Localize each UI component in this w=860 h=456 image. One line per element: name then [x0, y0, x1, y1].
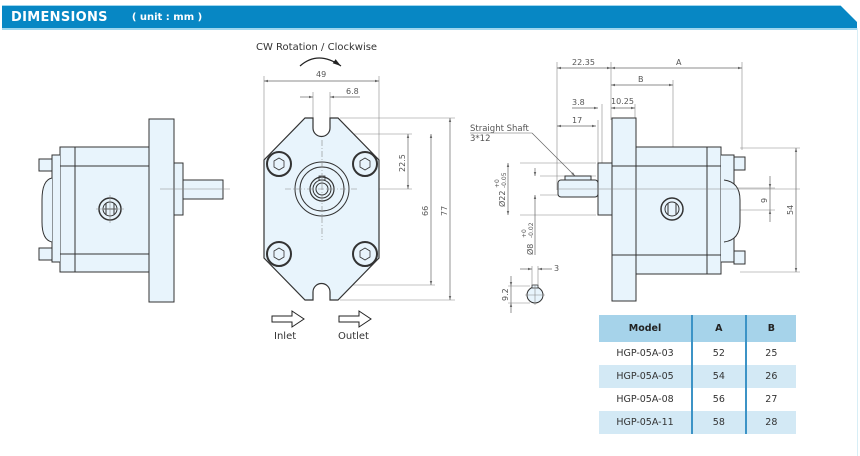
shaft	[557, 179, 599, 198]
bolt-hole-br	[352, 241, 378, 267]
cell-b: 25	[744, 342, 796, 365]
outlet-arrow-icon	[338, 310, 372, 328]
dim-17: 17	[572, 116, 582, 125]
header-bar: DIMENSIONS ( unit : mm )	[2, 5, 857, 30]
dim-shaft-dia: Ø8	[525, 244, 535, 255]
right-border	[857, 28, 858, 456]
right-side-view: 22.35 A B 3.8 10.25 17 Straight Shaft 3*…	[470, 58, 800, 313]
dim-A: A	[676, 58, 682, 67]
dim-9: 9	[760, 198, 769, 203]
bolt-hole-tl	[266, 151, 292, 177]
flange-plate	[263, 117, 380, 301]
column-header-b: B	[744, 315, 796, 342]
cell-a: 58	[691, 411, 746, 434]
inlet-arrow-icon	[271, 310, 305, 328]
outlet-label: Outlet	[338, 331, 369, 342]
key-section-detail: 3 9.2	[501, 264, 559, 313]
shaft-leader	[531, 132, 576, 177]
table-row: HGP-05A-05 54 26	[599, 365, 796, 388]
shaft	[182, 179, 224, 200]
unit-label: ( unit : mm )	[131, 11, 203, 23]
table-row: HGP-05A-08 56 27	[599, 388, 796, 411]
dim-3-8: 3.8	[572, 98, 585, 107]
cell-model: HGP-05A-05	[599, 365, 692, 388]
dim-77: 77	[440, 206, 449, 216]
pilot-tol-lower: -0.05	[501, 172, 508, 188]
model-dimension-table: Model A B HGP-05A-03 52 25 HGP-05A-05 54…	[599, 315, 796, 434]
shaft-key	[564, 175, 592, 181]
pilot-tol-upper: +0	[494, 179, 501, 188]
dim-key-9-2: 9.2	[501, 288, 510, 301]
dim-10-25: 10.25	[611, 97, 634, 106]
dim-6-8: 6.8	[346, 87, 359, 96]
bolt-bottom	[38, 247, 53, 261]
front-view: CW Rotation / Clockwise 49 6.8 22.5 66 7…	[256, 42, 455, 342]
table-header-row: Model A B	[599, 315, 796, 342]
shaft-label-line1: Straight Shaft	[470, 124, 529, 134]
bolt-hole-tr	[352, 151, 378, 177]
rotation-arrow-icon	[299, 57, 342, 67]
cell-a: 52	[691, 342, 746, 365]
dim-66: 66	[421, 206, 430, 216]
column-header-model: Model	[599, 315, 692, 342]
shaft-label-line2: 3*12	[470, 134, 490, 144]
table-row: HGP-05A-03 52 25	[599, 342, 796, 365]
left-side-view	[38, 118, 230, 303]
dim-22-5: 22.5	[398, 154, 407, 172]
cell-b: 27	[744, 388, 796, 411]
dim-54: 54	[786, 205, 795, 215]
cell-a: 54	[691, 365, 746, 388]
table-row: HGP-05A-11 58 28	[599, 411, 796, 434]
dim-pilot-dia: Ø22	[497, 191, 507, 207]
cell-model: HGP-05A-08	[616, 394, 674, 405]
inlet-label: Inlet	[274, 331, 296, 342]
cell-a: 56	[691, 388, 746, 411]
cell-b: 26	[744, 365, 796, 388]
dim-B: B	[638, 75, 644, 84]
shaft-tol-lower: -0.02	[528, 222, 535, 238]
rotation-label: CW Rotation / Clockwise	[256, 42, 377, 53]
section-title: DIMENSIONS	[11, 9, 108, 25]
column-header-a: A	[691, 315, 746, 342]
mounting-flange	[148, 118, 175, 303]
dim-key-3: 3	[554, 264, 559, 273]
dim-22-35: 22.35	[572, 58, 595, 67]
shaft-tol-upper: +0	[521, 229, 528, 238]
port-fitting	[660, 197, 684, 221]
bolt-top	[733, 156, 746, 171]
cell-model: HGP-05A-03	[616, 348, 674, 359]
bolt-hole-bl	[266, 241, 292, 267]
bolt-top	[38, 158, 53, 172]
cell-b: 28	[744, 411, 796, 434]
cell-model: HGP-05A-11	[599, 411, 692, 434]
bolt-bottom	[733, 250, 746, 265]
mounting-flange	[611, 117, 637, 302]
dim-49: 49	[316, 70, 326, 79]
